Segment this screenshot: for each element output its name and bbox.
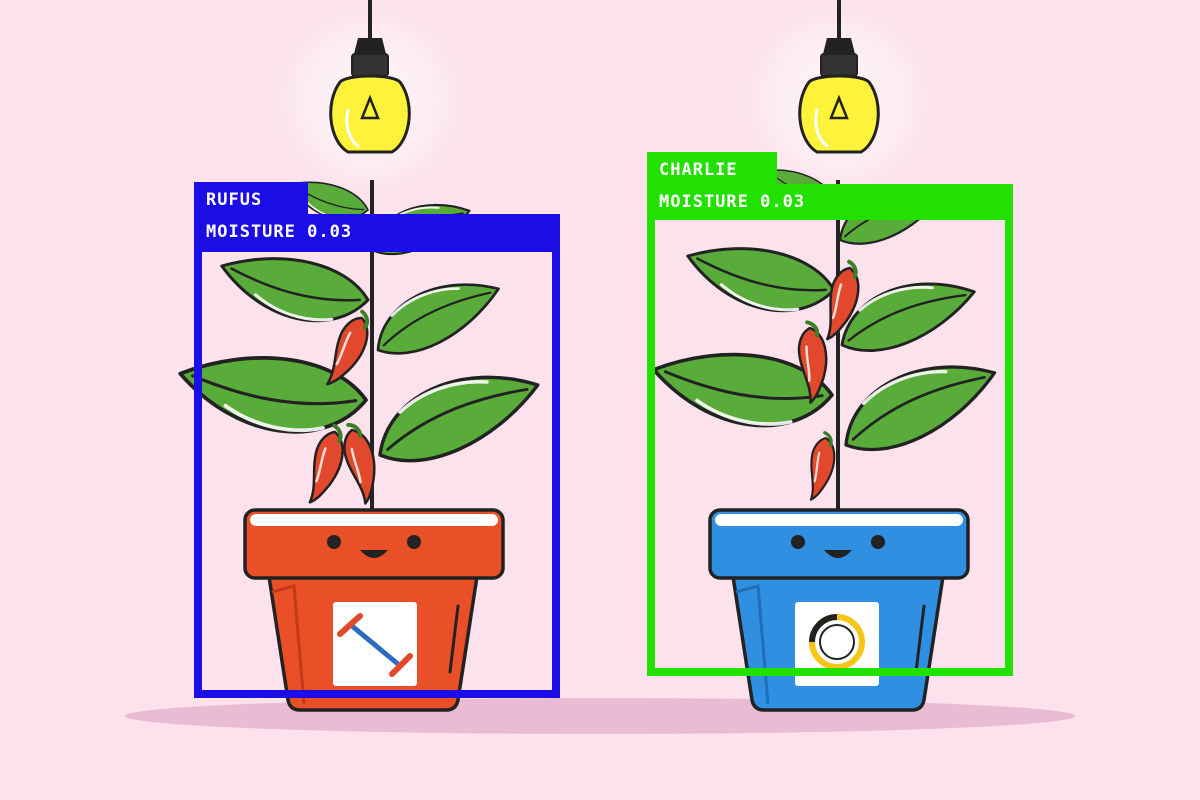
light-bulb-icon — [273, 0, 467, 197]
rufus-plant — [171, 170, 551, 712]
charlie-moisture-label: MOISTURE 0.03 — [647, 184, 1013, 220]
charlie-plant — [645, 157, 1008, 712]
ground-shadow — [125, 698, 1075, 734]
rufus-moisture-label: MOISTURE 0.03 — [194, 214, 560, 250]
dumbbell-icon — [337, 613, 413, 677]
lemon-slice-icon — [809, 614, 865, 670]
rufus-name-label: RUFUS — [194, 182, 308, 218]
charlie-detection-box[interactable] — [647, 212, 1013, 676]
rufus-detection-box[interactable] — [194, 244, 560, 698]
charlie-name-label: CHARLIE — [647, 152, 777, 188]
